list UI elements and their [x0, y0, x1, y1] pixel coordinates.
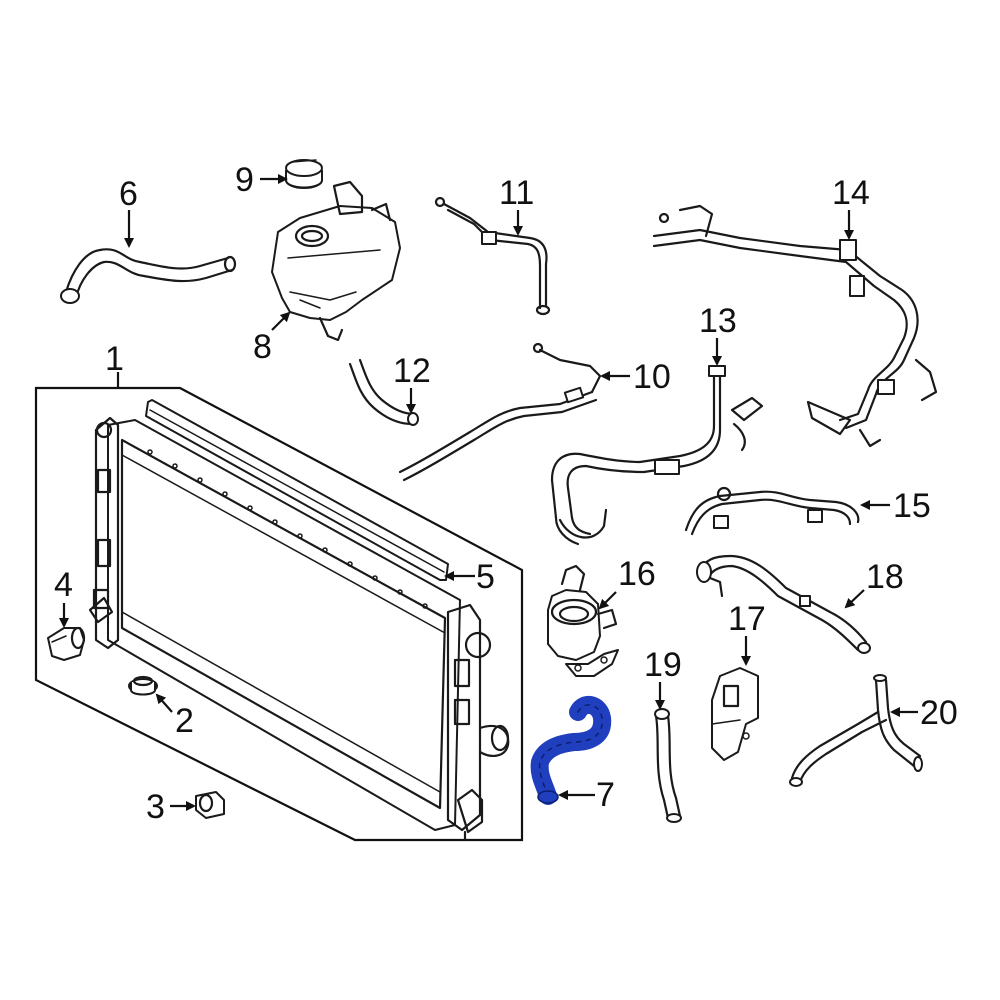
- callout-15: 15: [893, 487, 931, 525]
- callout-18: 18: [866, 558, 904, 596]
- callout-1: 1: [105, 340, 124, 378]
- callout-20: 20: [920, 694, 958, 732]
- coolant-tube-20[interactable]: [789, 674, 923, 787]
- highlighted-coolant-hose[interactable]: [530, 695, 612, 805]
- radiator-core[interactable]: [88, 416, 510, 842]
- callout-11: 11: [499, 174, 534, 212]
- radiator-mount-holes: [147, 449, 428, 609]
- pump-bracket[interactable]: [711, 667, 759, 761]
- callout-9: 9: [235, 161, 254, 199]
- callout-7: 7: [596, 776, 615, 814]
- callout-8: 8: [253, 328, 272, 366]
- callout-12: 12: [393, 352, 431, 390]
- callout-6: 6: [119, 175, 138, 213]
- radiator-bracket[interactable]: [47, 626, 86, 661]
- arrow-16: [598, 591, 617, 610]
- arrow-18: [844, 589, 865, 609]
- coolant-hose-18[interactable]: [696, 554, 871, 654]
- callout-5: 5: [476, 558, 495, 596]
- lower-isolator[interactable]: [195, 791, 225, 819]
- radiator-isolator[interactable]: [128, 675, 158, 696]
- coolant-tube-15[interactable]: [684, 486, 860, 536]
- radiator-group-outline: [34, 386, 524, 842]
- callout-3: 3: [146, 788, 165, 826]
- coolant-tube-10[interactable]: [398, 342, 602, 482]
- arrow-8: [271, 311, 291, 331]
- coolant-tube-11[interactable]: [434, 196, 551, 316]
- callout-14: 14: [832, 174, 870, 212]
- callout-10: 10: [633, 358, 671, 396]
- coolant-hose-12[interactable]: [348, 358, 419, 426]
- upper-radiator-hose[interactable]: [60, 248, 237, 304]
- coolant-hose-19[interactable]: [654, 708, 682, 823]
- callout-16: 16: [618, 555, 656, 593]
- auxiliary-coolant-pump[interactable]: [547, 564, 619, 677]
- callout-4: 4: [54, 566, 73, 604]
- callout-13: 13: [699, 302, 737, 340]
- arrow-2: [155, 693, 173, 713]
- callout-2: 2: [175, 702, 194, 740]
- coolant-tube-14[interactable]: [652, 204, 938, 448]
- coolant-tube-13[interactable]: [550, 365, 764, 546]
- coolant-reservoir[interactable]: [271, 180, 401, 342]
- radiator-assembly-group: [34, 372, 524, 842]
- callout-19: 19: [644, 646, 682, 684]
- callout-17: 17: [728, 600, 766, 638]
- reservoir-cap[interactable]: [285, 159, 323, 189]
